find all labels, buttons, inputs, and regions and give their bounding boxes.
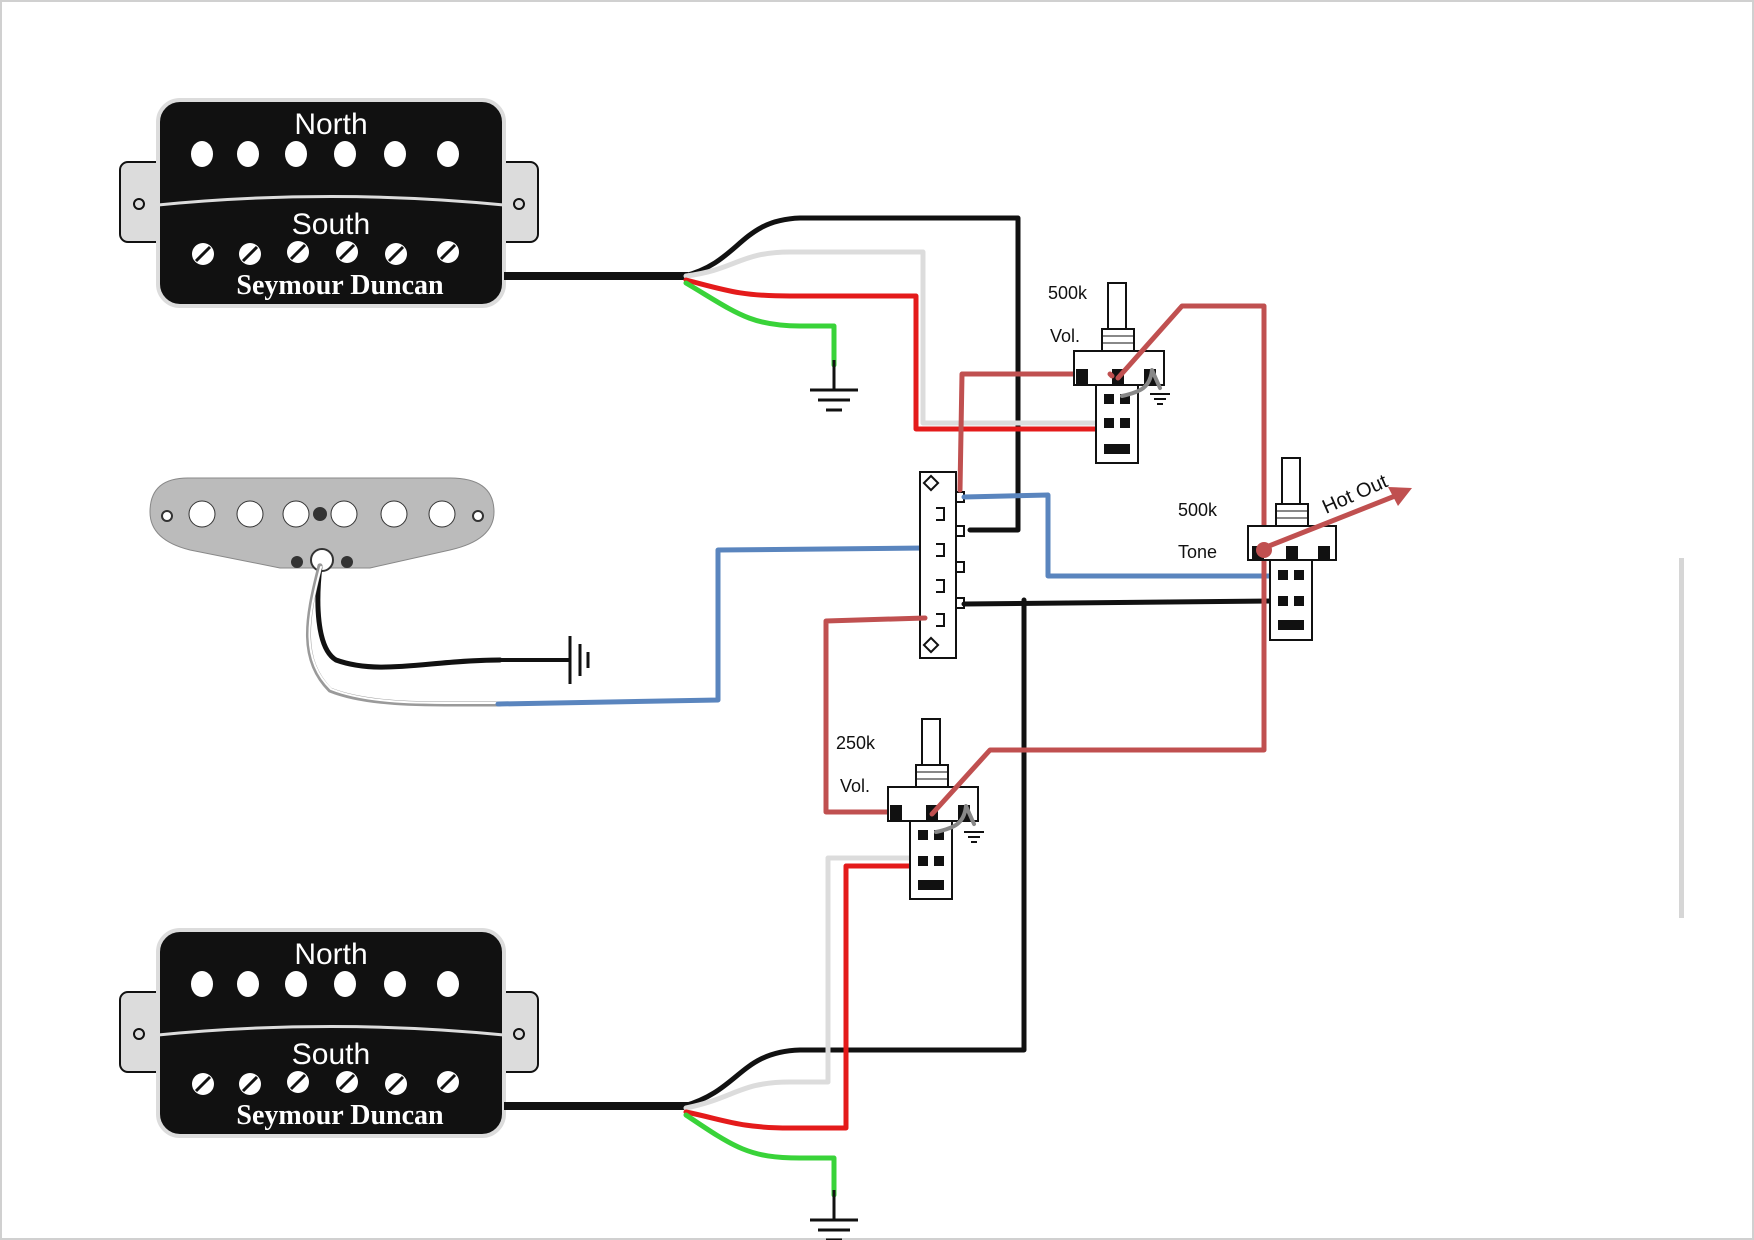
neck-volume-output-wire [1115, 303, 1267, 551]
neck-volume-value: 500k [1048, 283, 1088, 303]
neck-pickup-cable [504, 215, 1127, 533]
middle-pickup-leads [306, 545, 928, 707]
bridge-ground-symbol [808, 1188, 860, 1240]
middle-single-coil [149, 477, 495, 572]
middle-volume-pot: 250k Vol. [836, 718, 984, 900]
neck-north-label: North [294, 108, 367, 141]
neck-volume-label: Vol. [1050, 326, 1080, 346]
middle-volume-label: Vol. [840, 776, 870, 796]
bridge-brand-label: Seymour Duncan [236, 1100, 444, 1131]
tone-label: Tone [1178, 542, 1217, 562]
neck-volume-pot: 500k Vol. [1048, 282, 1170, 464]
bridge-south-label: South [292, 1038, 370, 1071]
right-edge-bar [1679, 558, 1684, 918]
switch-wiring [823, 371, 1281, 815]
middle-volume-value: 250k [836, 733, 876, 753]
neck-brand-label: Seymour Duncan [236, 270, 444, 301]
neck-ground-symbol [808, 358, 860, 412]
bridge-pickup-cable [504, 597, 1027, 1240]
middle-volume-output-wire [929, 545, 1267, 817]
neck-south-label: South [292, 208, 370, 241]
tone-value: 500k [1178, 500, 1218, 520]
neck-humbucker: North South Seymour Duncan [119, 98, 539, 308]
bridge-north-label: North [294, 938, 367, 971]
selector-switch [919, 471, 965, 659]
bridge-humbucker: North South Seymour Duncan [119, 928, 539, 1138]
neck-volume-wiper-wire [1107, 371, 1115, 379]
